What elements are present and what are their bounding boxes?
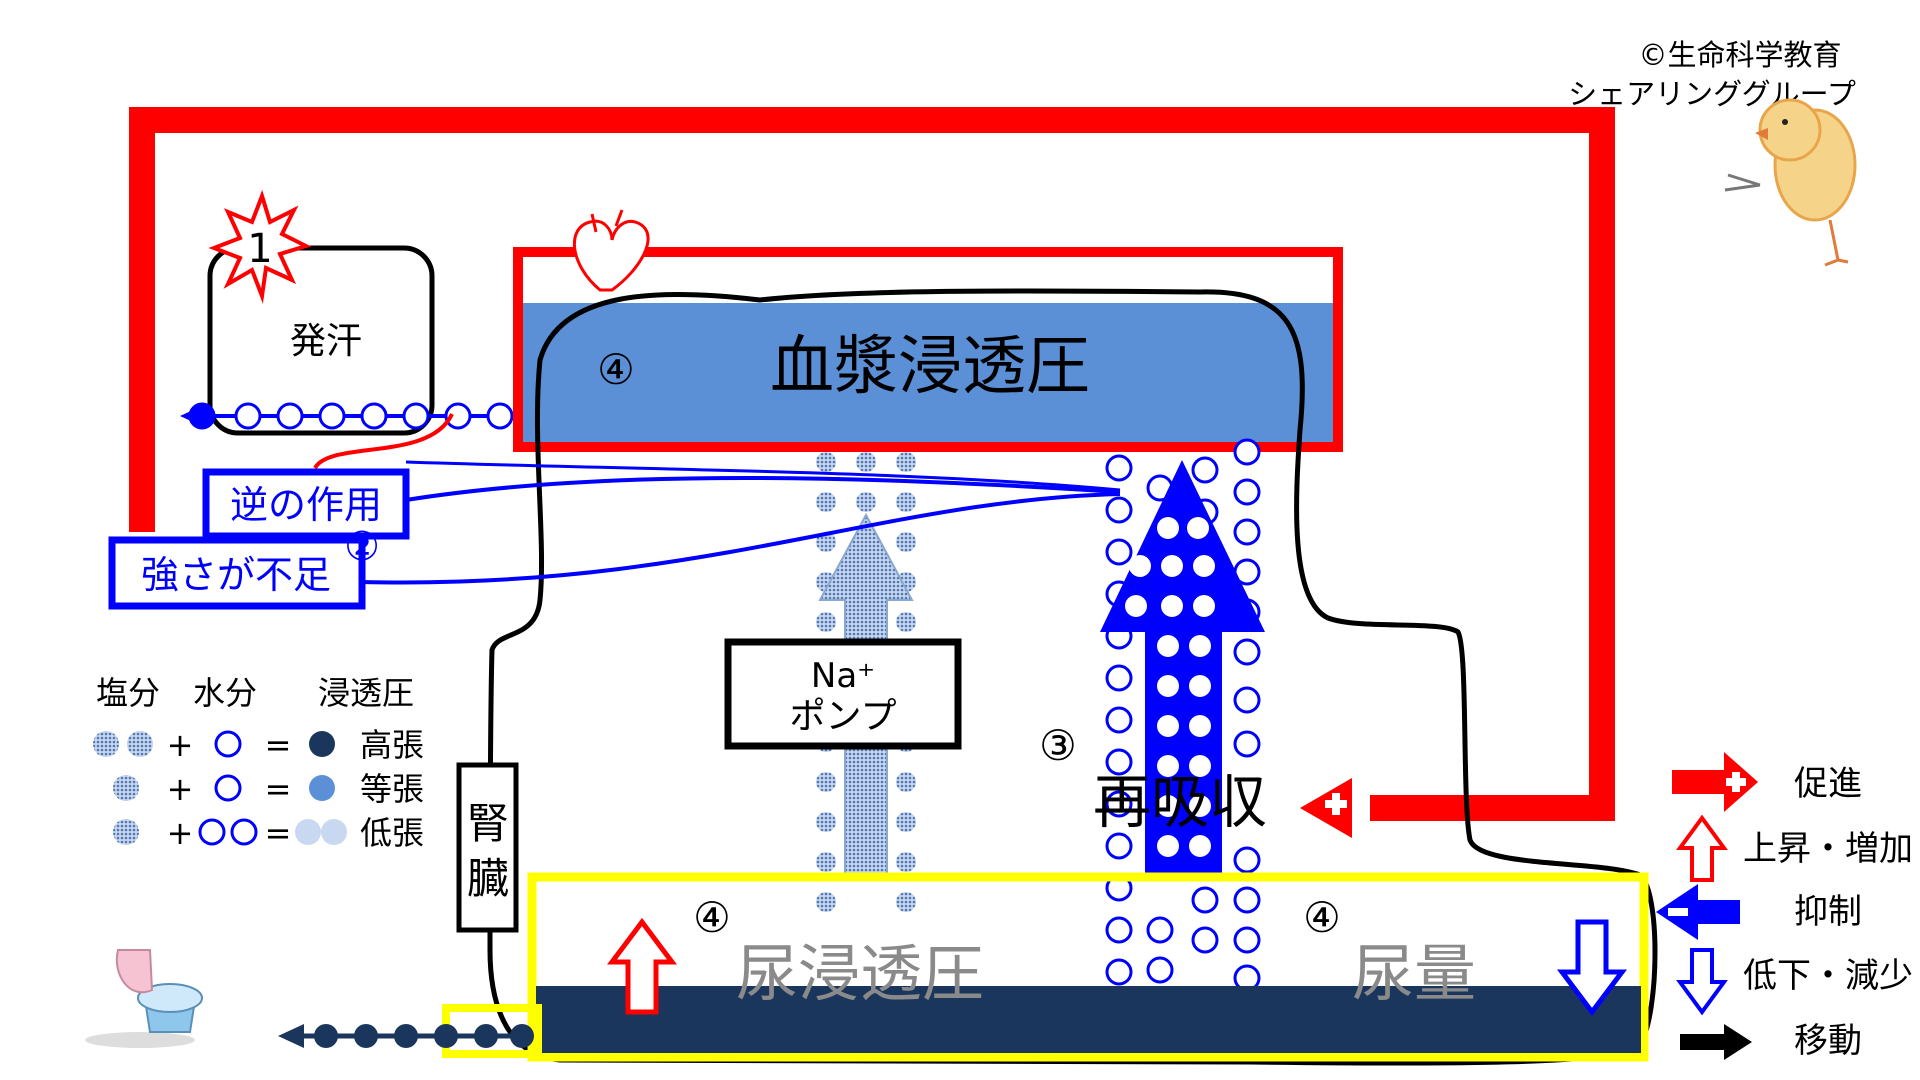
copyright-line2: シェアリンググループ: [1568, 77, 1856, 111]
kidney-label-char1: 腎: [467, 799, 509, 848]
key-equals-2: =: [265, 770, 292, 808]
heart-icon: [572, 209, 650, 292]
burst-star-1: 1: [208, 189, 312, 304]
legend-promote-icon: [1672, 752, 1758, 812]
urine-osmotic-label: 尿浸透圧: [736, 937, 984, 1010]
reabsorption-label: 再吸収: [1093, 768, 1267, 836]
insufficient-strength-label: 強さが不足: [141, 553, 331, 597]
red-link-curve: [313, 413, 454, 470]
opposite-action-box: [202, 468, 410, 540]
plasma-osmotic-label: 血漿浸透圧: [770, 330, 1090, 404]
blue-link-mid: [405, 460, 1121, 492]
legend-move-label: 移動: [1794, 1021, 1862, 1061]
legend-suppress-icon: [1656, 884, 1740, 940]
toilet-icon: [85, 949, 203, 1048]
legend-decrease-label: 低下・減少: [1743, 956, 1913, 996]
chick-illustration: [1724, 98, 1857, 267]
key-header-water: 水分: [193, 674, 257, 712]
urine-outflow-arrowhead: [278, 1024, 304, 1048]
osmolarity-key: 塩分 水分 浸透圧 + = 高張 + = 等張 + = 低張: [93, 674, 424, 852]
urine-fill: [536, 986, 1641, 1053]
urine-outflow-dots: [314, 1024, 534, 1048]
legend-decrease-icon: [1676, 948, 1728, 1016]
key-plus-2: +: [167, 770, 194, 808]
na-pump-label-line1: Na⁺: [811, 656, 875, 696]
reabsorption-arrow-dots: [1125, 517, 1215, 857]
plasma-fill: [523, 303, 1333, 442]
key-plus-1: +: [167, 726, 194, 764]
marker-4-urine-osmotic: ④: [693, 893, 731, 942]
key-plus-3: +: [167, 814, 194, 852]
marker-4-urine-volume: ④: [1303, 893, 1341, 942]
insufficient-strength-box: [108, 536, 366, 610]
urine-volume-decrease-arrow: [1557, 919, 1627, 1017]
key-equals-1: =: [265, 726, 292, 764]
marker-2: ②: [344, 524, 380, 570]
key-hypotonic: 低張: [360, 814, 424, 852]
legend-rise-label: 上昇・増加: [1743, 829, 1913, 869]
arrow-legend: 促進 上昇・増加 抑制 低下・減少 移動: [1656, 752, 1913, 1061]
legend-suppress-label: 抑制: [1794, 892, 1862, 932]
feedback-loop-line: [129, 107, 1615, 821]
legend-rise-icon: [1676, 814, 1728, 882]
kidney-label-char2: 臓: [467, 854, 509, 903]
sweat-box: [207, 245, 435, 436]
urine-osmotic-rise-arrow: [607, 917, 677, 1015]
urine-box: [527, 872, 1649, 1062]
promote-arrow-into-kidney: [1300, 778, 1352, 838]
blue-link-lower: [361, 492, 1121, 585]
key-hypertonic: 高張: [360, 726, 424, 764]
kidney-box: [456, 762, 519, 933]
copyright-line1: ©生命科学教育: [1638, 38, 1841, 72]
legend-promote-label: 促進: [1794, 764, 1862, 804]
key-header-osmotic: 浸透圧: [318, 674, 414, 712]
na-pump-label-line2: ポンプ: [790, 696, 897, 737]
na-pump-box: [724, 638, 962, 750]
marker-1: 1: [247, 226, 272, 272]
blue-link-upper: [405, 475, 1121, 502]
opposite-action-label: 逆の作用: [230, 483, 382, 527]
legend-move-icon: [1680, 1024, 1752, 1060]
urine-volume-label: 尿量: [1352, 937, 1476, 1010]
marker-3: ③: [1039, 721, 1077, 770]
key-equals-3: =: [265, 814, 292, 852]
key-isotonic: 等張: [360, 770, 424, 808]
key-header-salt: 塩分: [96, 674, 160, 712]
sweat-label: 発汗: [290, 321, 362, 362]
water-out-dots: [188, 402, 514, 430]
marker-4-plasma: ④: [597, 345, 635, 394]
